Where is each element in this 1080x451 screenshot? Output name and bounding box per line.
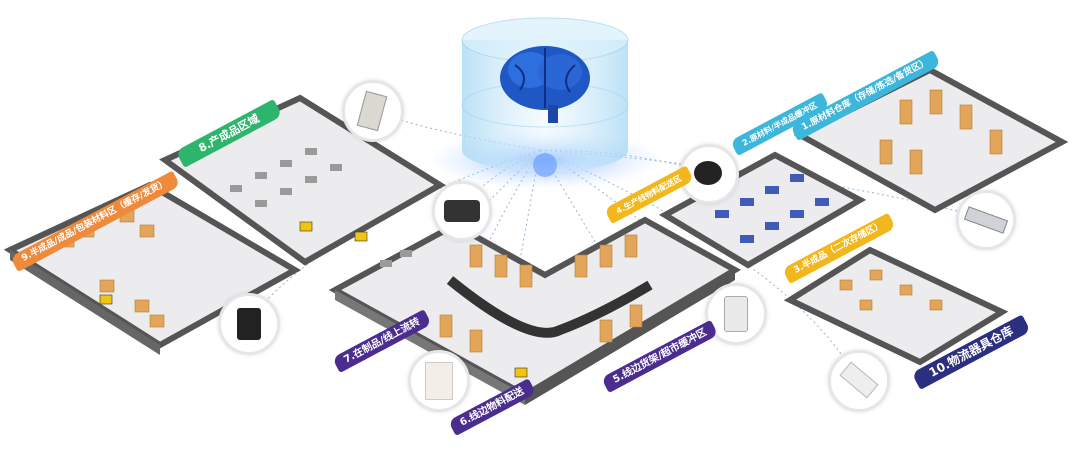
- handheld-terminal-device: [218, 293, 280, 355]
- rfid-reader-device: [432, 181, 492, 241]
- rfid-panel-device: [408, 350, 470, 412]
- rfid-panel-icon: [425, 362, 453, 400]
- rfid-antenna-device: [956, 190, 1016, 250]
- platform-zone-10: [783, 246, 1009, 366]
- conveyor-belt: [446, 276, 653, 338]
- smart-tag-icon: [724, 296, 748, 332]
- label-tag-device: [828, 350, 890, 412]
- forklifts: [99, 221, 528, 378]
- handheld-terminal-icon: [237, 308, 261, 340]
- rfid-reader-icon: [444, 200, 480, 222]
- workstations: [715, 174, 829, 243]
- platform-main: [328, 216, 742, 405]
- rfid-antenna-icon: [963, 206, 1009, 234]
- brain-icon: [500, 46, 590, 123]
- smart-tag-device: [705, 283, 767, 345]
- rfid-tag-icon: [356, 90, 388, 132]
- desk-rows: [230, 148, 412, 267]
- brain-hologram: [425, 17, 665, 190]
- wearable-scanner-icon: [694, 161, 722, 185]
- label-tag-icon: [839, 361, 879, 399]
- rfid-tag-device: [342, 80, 404, 142]
